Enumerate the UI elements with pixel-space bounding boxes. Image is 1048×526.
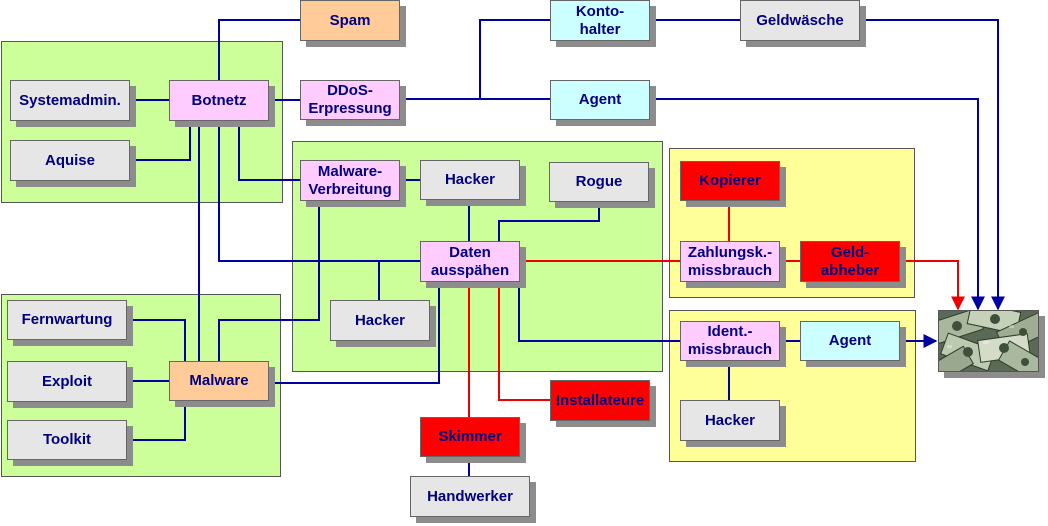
zahlungsk-missbrauch-node[interactable]: Zahlungsk.- missbrauch (680, 241, 780, 282)
exploit-node[interactable]: Exploit (7, 361, 127, 402)
aquise-node[interactable]: Aquise (10, 140, 130, 181)
rogue-node[interactable]: Rogue (549, 162, 649, 202)
toolkit-node[interactable]: Toolkit (7, 420, 127, 460)
skimmer-node[interactable]: Skimmer (420, 417, 520, 457)
hacker-bottom-node[interactable]: Hacker (680, 400, 780, 441)
botnetz-node[interactable]: Botnetz (169, 80, 269, 121)
geldwaesche-node[interactable]: Geldwäsche (740, 0, 860, 41)
malware-verbreitung-node[interactable]: Malware- Verbreitung (300, 160, 400, 201)
agent-bottom-node[interactable]: Agent (800, 321, 900, 361)
spam-node[interactable]: Spam (300, 0, 400, 41)
handwerker-node[interactable]: Handwerker (410, 476, 530, 517)
ident-missbrauch-node[interactable]: Ident.- missbrauch (680, 321, 780, 361)
ddos-node[interactable]: DDoS- Erpressung (300, 80, 400, 120)
agent-top-node[interactable]: Agent (550, 80, 650, 120)
money-banknotes-image (938, 310, 1039, 372)
hacker-mid-node[interactable]: Hacker (330, 300, 430, 341)
daten-ausspaehen-node[interactable]: Daten ausspähen (420, 241, 520, 282)
systemadmin-node[interactable]: Systemadmin. (10, 80, 130, 121)
geldabheber-node[interactable]: Geld- abheber (800, 241, 900, 282)
kontohalter-node[interactable]: Konto- halter (550, 0, 650, 41)
fernwartung-node[interactable]: Fernwartung (7, 300, 127, 340)
banknotes-icon (939, 311, 1038, 371)
kopierer-node[interactable]: Kopierer (680, 161, 780, 201)
hacker-top-node[interactable]: Hacker (420, 160, 520, 200)
malware-node[interactable]: Malware (169, 361, 269, 401)
installateure-node[interactable]: Installateure (550, 380, 650, 421)
